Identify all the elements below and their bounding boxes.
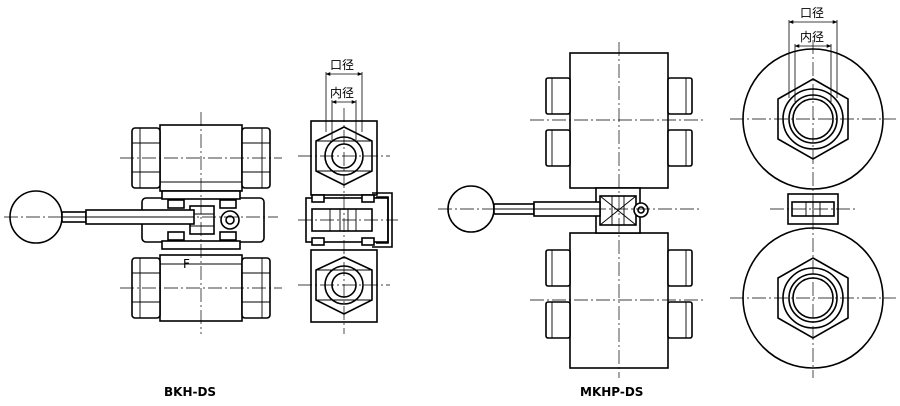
bkh-ds-side-view: 口径 内径 [298, 58, 398, 334]
bkh-ds-front-view: F [4, 112, 282, 334]
bore-outer-label: 口径 [330, 58, 354, 72]
bore-inner-label-2: 内径 [800, 30, 824, 44]
mkhp-ds-side-view: 口径 内径 [730, 6, 896, 378]
model-caption-bkh-ds: BKH-DS [164, 385, 216, 399]
model-caption-mkhp-ds: MKHP-DS [580, 385, 643, 399]
bore-inner-label: 内径 [330, 86, 354, 100]
face-label: F [183, 257, 190, 271]
mkhp-ds-front-view [438, 42, 704, 378]
bore-outer-label-2: 口径 [800, 6, 824, 20]
